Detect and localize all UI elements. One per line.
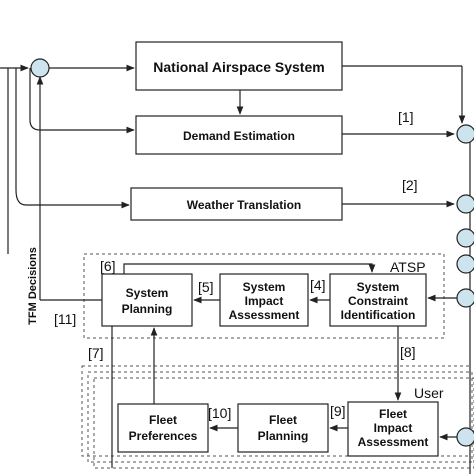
demand-estimation-label: Demand Estimation	[183, 129, 295, 143]
system-impact-label-2: Impact	[245, 294, 284, 308]
bus-node-1	[456, 228, 474, 248]
fleet-impact-label-1: Fleet	[379, 407, 407, 421]
user-region-label: User	[414, 385, 444, 401]
bus-node-2	[456, 254, 474, 274]
tag-2: [2]	[402, 177, 418, 193]
fleet-impact-label-2: Impact	[374, 421, 413, 435]
input-sum-node	[30, 58, 50, 78]
tfm-decisions-label: TFM Decisions	[27, 247, 39, 325]
tag-9: [9]	[330, 403, 346, 419]
weather-sum-node	[456, 194, 474, 214]
fleet-impact-label-3: Assessment	[358, 435, 429, 449]
atsp-region-label: ATSP	[390, 259, 426, 275]
tag-4: [4]	[310, 277, 326, 293]
tag-10: [10]	[208, 405, 231, 421]
national-airspace-box	[135, 41, 343, 91]
system-planning-label-2: Planning	[122, 302, 173, 316]
user-region-mid	[87, 371, 473, 463]
fleet-impact-box	[347, 401, 439, 457]
tag-6: [6]	[100, 258, 116, 274]
demand-sum-node	[456, 124, 474, 144]
tag-7: [7]	[88, 345, 104, 361]
system-constraint-label-2: Constraint	[348, 294, 408, 308]
tag-11: [11]	[54, 311, 76, 327]
system-constraint-label-1: System	[357, 280, 400, 294]
weather-translation-box	[130, 187, 343, 221]
user-input-node	[456, 427, 474, 447]
atsp-input-node	[456, 288, 474, 308]
fleet-planning-label-2: Planning	[258, 429, 309, 443]
atsp-region	[83, 253, 445, 339]
tag-1: [1]	[398, 109, 414, 125]
fleet-preferences-label-2: Preferences	[129, 429, 198, 443]
demand-estimation-box	[135, 115, 343, 155]
tag-5: [5]	[198, 279, 214, 295]
fleet-preferences-label-1: Fleet	[149, 413, 177, 427]
user-region	[93, 377, 474, 469]
fleet-planning-label-1: Fleet	[269, 413, 297, 427]
system-planning-label-1: System	[126, 286, 169, 300]
fleet-preferences-box	[117, 403, 209, 453]
system-impact-label-1: System	[243, 280, 286, 294]
system-constraint-label-3: Identification	[341, 308, 416, 322]
system-planning-box	[101, 273, 193, 327]
tag-8: [8]	[400, 344, 416, 360]
national-airspace-label: National Airspace System	[153, 59, 324, 75]
fleet-planning-box	[237, 403, 329, 453]
system-impact-label-3: Assessment	[229, 308, 300, 322]
weather-translation-label: Weather Translation	[187, 198, 301, 212]
